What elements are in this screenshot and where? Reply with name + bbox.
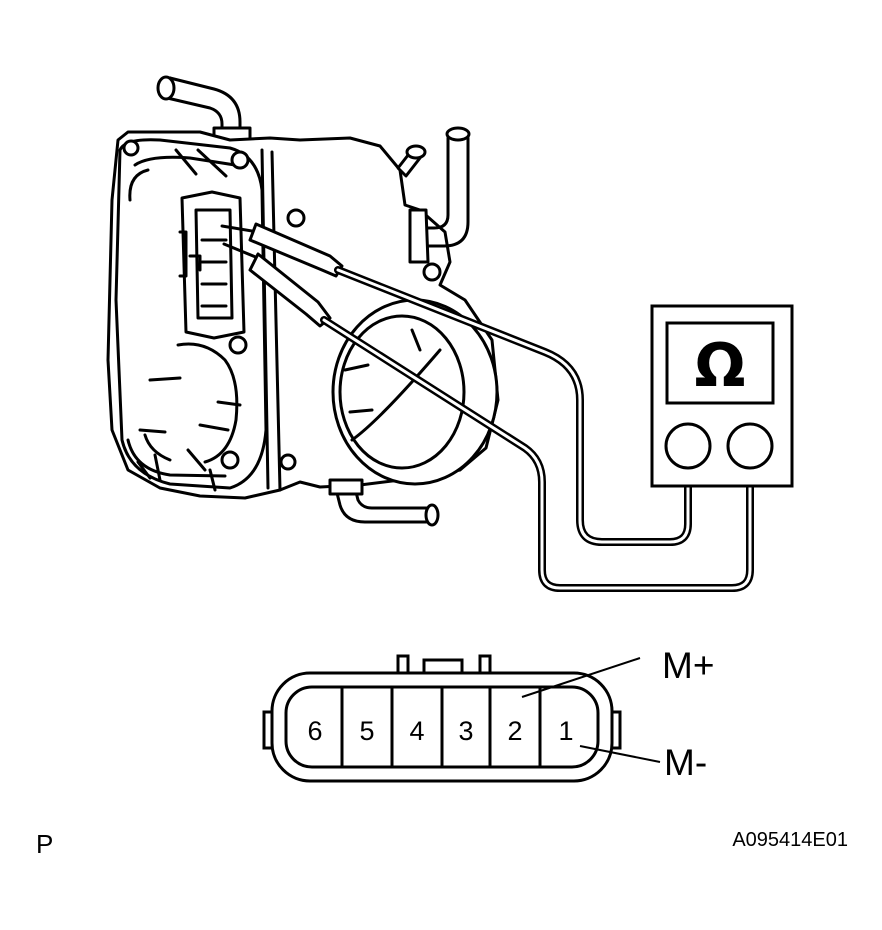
screw-boss-top-left [122,139,140,157]
right-coolant-pipe [408,126,471,264]
pin-3-label: 3 [458,716,473,746]
housing-connector [178,190,246,340]
motor-cover [114,138,268,490]
screw-boss-top-right [230,150,250,170]
screw-boss-middle [228,335,248,355]
top-right-fitting [396,144,427,178]
m-minus-leader [579,745,661,763]
probe-lower [248,252,332,328]
terminal-m-minus-label: M- [664,742,707,783]
view-letter-label: P [36,829,53,859]
screw-boss-bottom [220,450,240,470]
pin-4-label: 4 [409,716,424,746]
pin-5-label: 5 [359,716,374,746]
ohmmeter-jack-right [726,422,774,470]
screw-boss-right [286,208,306,228]
pin-6-label: 6 [307,716,322,746]
probe-upper [248,222,344,278]
screw-boss-low [279,453,297,471]
meter-probes [220,222,754,592]
m-plus-leader [521,657,641,698]
throttle-bore-outer [331,298,499,486]
terminal-m-plus-label: M+ [662,645,714,686]
screw-boss-lower-right [422,262,442,282]
bottom-coolant-pipe [328,478,440,527]
pin-1-label: 1 [558,716,573,746]
ohmmeter-display [665,321,775,405]
throttle-plate [350,348,442,442]
ohm-symbol-icon: Ω [694,331,745,401]
throttle-bore-inner [338,314,466,470]
connector-pinout [262,654,622,783]
pin-2-label: 2 [507,716,522,746]
throttle-body [106,75,500,527]
ohmmeter-jack-left [664,422,712,470]
ohmmeter [650,304,794,488]
figure-code-label: A095414E01 [732,829,848,851]
